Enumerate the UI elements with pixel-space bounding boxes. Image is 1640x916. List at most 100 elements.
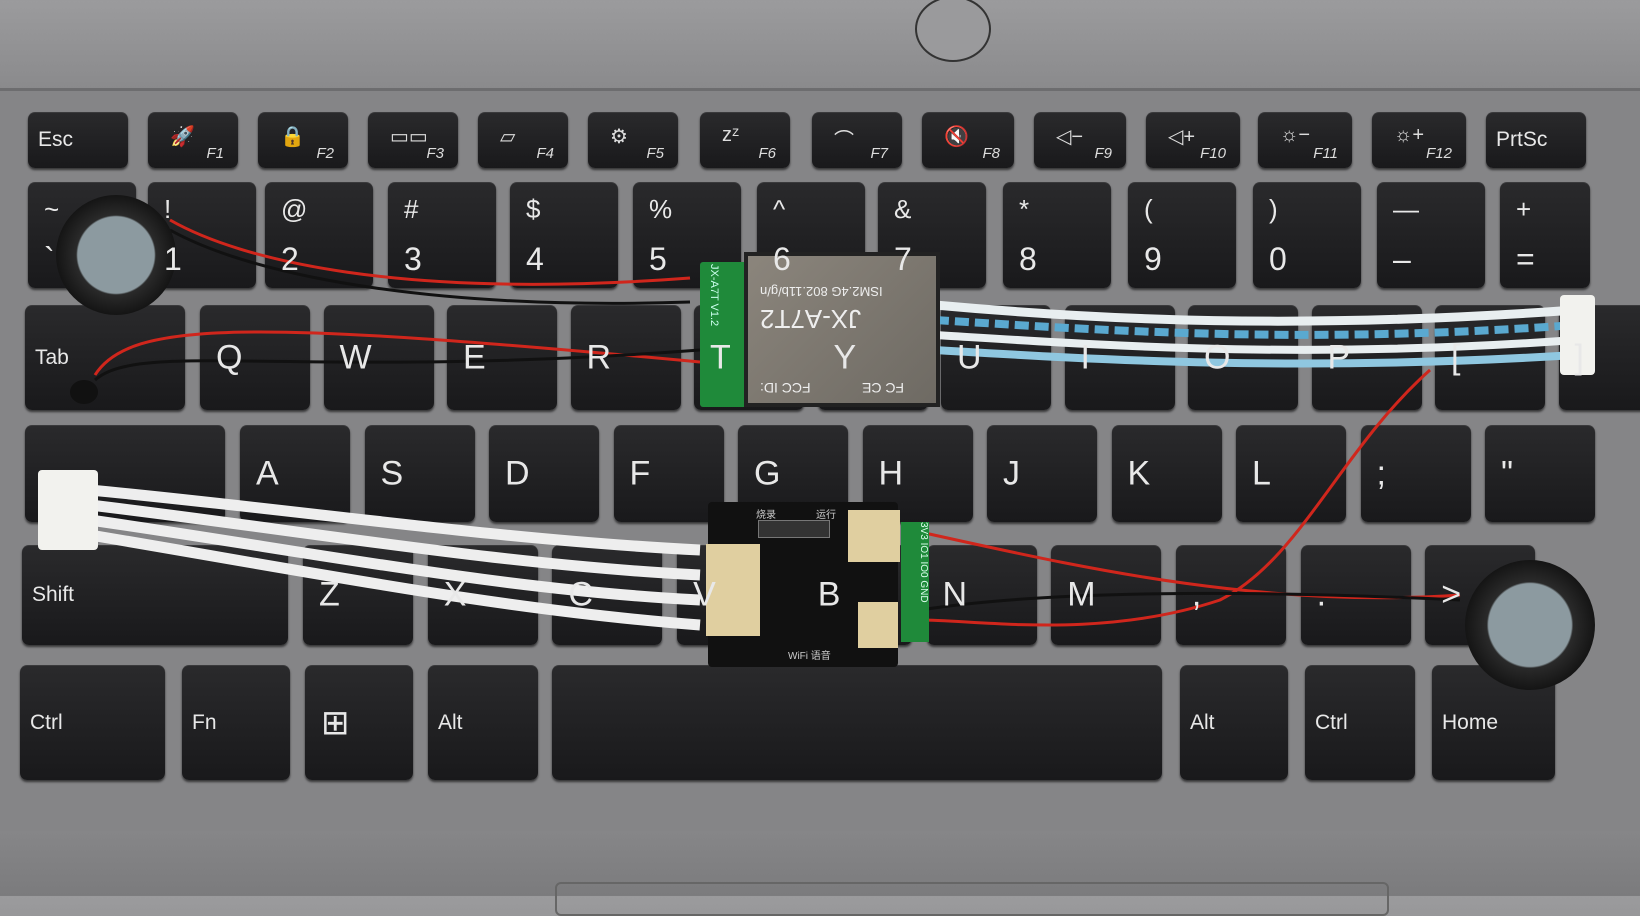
- volume-down-icon: ◁−: [1056, 124, 1083, 149]
- ribbon-cable: [935, 305, 1575, 321]
- key-label: 1: [164, 241, 182, 278]
- brightness-up-icon: ☼+: [1394, 124, 1424, 147]
- key-label: 6: [773, 241, 791, 278]
- fcc-id: FCC ID:: [760, 380, 811, 396]
- key-label: L: [1252, 454, 1271, 493]
- module-model: JX-A7T2: [760, 303, 861, 334]
- key-label: 5: [649, 241, 667, 278]
- lock-icon: 🔒: [280, 124, 305, 149]
- key-label: I: [1081, 338, 1090, 377]
- connector: [858, 602, 898, 648]
- key-label: 0: [1269, 241, 1287, 278]
- key-label: 4: [526, 241, 544, 278]
- key-label: ;: [1377, 454, 1386, 493]
- key-label: Esc: [38, 128, 73, 152]
- key-label: 3: [404, 241, 422, 278]
- key-label: =: [1516, 241, 1535, 278]
- key-label: F: [630, 454, 651, 493]
- key-label: >: [1441, 576, 1461, 615]
- board-label: WiFi 语音: [788, 647, 831, 662]
- key-label: Ctrl: [30, 711, 63, 735]
- key-fn-label: F6: [758, 145, 776, 162]
- key-label: Alt: [1190, 711, 1215, 735]
- red-wire: [920, 370, 1430, 625]
- connector: [848, 510, 900, 562]
- key-label: Z: [319, 576, 340, 615]
- key-label: T: [710, 338, 731, 377]
- key-shift-label: ^: [773, 194, 785, 225]
- key-shift-label: &: [894, 194, 911, 225]
- key-label: `: [44, 241, 55, 278]
- key-label: 2: [281, 241, 299, 278]
- key-shift-label: ~: [44, 194, 59, 225]
- key-label: N: [943, 576, 968, 615]
- backlight-icon: ⌒: [834, 124, 854, 153]
- key-fn-label: F3: [426, 145, 444, 162]
- key-label: C: [568, 576, 593, 615]
- black-wire: [170, 230, 690, 303]
- key-label: O: [1204, 338, 1230, 377]
- key-label: K: [1128, 454, 1151, 493]
- microphone: [70, 380, 98, 404]
- key-label: G: [754, 454, 780, 493]
- key-label: H: [879, 454, 904, 493]
- key-label: Ctrl: [1315, 711, 1348, 735]
- volume-up-icon: ◁+: [1168, 124, 1195, 149]
- key-label: 9: [1144, 241, 1162, 278]
- key-label: Alt: [438, 711, 463, 735]
- audio-board: 烧录 运行 3V3 IO1 IO0 GND WiFi 语音: [708, 502, 898, 667]
- pin-labels: 3V3 IO1 IO0 GND: [901, 522, 929, 642]
- touchpad-off-icon: ▱: [500, 124, 515, 149]
- key-shift-label: %: [649, 194, 672, 225]
- switch-label-run: 运行: [816, 506, 836, 521]
- red-wire: [920, 532, 1460, 598]
- module-spec: ISM2.4G 802.11b/g/n: [760, 284, 883, 299]
- key-label: R: [587, 338, 612, 377]
- key-label: 8: [1019, 241, 1037, 278]
- key-shift-label: $: [526, 194, 540, 225]
- key-label: A: [256, 454, 279, 493]
- settings-icon: ⚙: [610, 124, 628, 149]
- key-shift-label: (: [1144, 194, 1153, 225]
- key-fn-label: F8: [982, 145, 1000, 162]
- rocket-icon: 🚀: [170, 124, 195, 149]
- key-fn-label: F12: [1426, 145, 1452, 162]
- key-fn-label: F7: [870, 145, 888, 162]
- key-shift-label: #: [404, 194, 418, 225]
- key-fn-label: F1: [206, 145, 224, 162]
- key-label: E: [463, 338, 486, 377]
- key-label: Shift: [32, 583, 74, 607]
- key-shift-label: @: [281, 194, 307, 225]
- key-label: D: [505, 454, 530, 493]
- key-label: W: [340, 338, 372, 377]
- key-label: U: [957, 338, 982, 377]
- key-label: J: [1003, 454, 1020, 493]
- key-shift-label: *: [1019, 194, 1029, 225]
- key-label: Y: [834, 338, 857, 377]
- key-label: Tab: [35, 346, 69, 370]
- key-label: ]: [1575, 338, 1584, 377]
- key-label: Fn: [192, 711, 217, 735]
- key-shift-label: —: [1393, 194, 1419, 225]
- board-label: JX-A7T V1.2: [708, 264, 720, 326]
- key-label: .: [1317, 576, 1326, 615]
- key-shift-label: ): [1269, 194, 1278, 225]
- key-label: V: [693, 576, 716, 615]
- key-label: X: [444, 576, 467, 615]
- brightness-down-icon: ☼−: [1280, 124, 1310, 147]
- key-label: Home: [1442, 711, 1498, 735]
- key-fn-label: F5: [646, 145, 664, 162]
- module-marks: FC CE: [862, 380, 904, 396]
- red-wire: [170, 220, 690, 284]
- key-shift-label: +: [1516, 194, 1531, 225]
- wifi-module: JX-A7T V1.2 ISM2.4G 802.11b/g/n JX-A7T2 …: [700, 262, 940, 407]
- speaker: [1465, 560, 1595, 690]
- sleep-icon: zᶻ: [722, 124, 739, 147]
- white-cable: [90, 490, 700, 625]
- key-fn-label: F2: [316, 145, 334, 162]
- key-label: M: [1067, 576, 1095, 615]
- key-label: PrtSc: [1496, 128, 1547, 152]
- mute-icon: 🔇: [944, 124, 969, 149]
- key-label: ,: [1192, 576, 1201, 615]
- key-fn-label: F4: [536, 145, 554, 162]
